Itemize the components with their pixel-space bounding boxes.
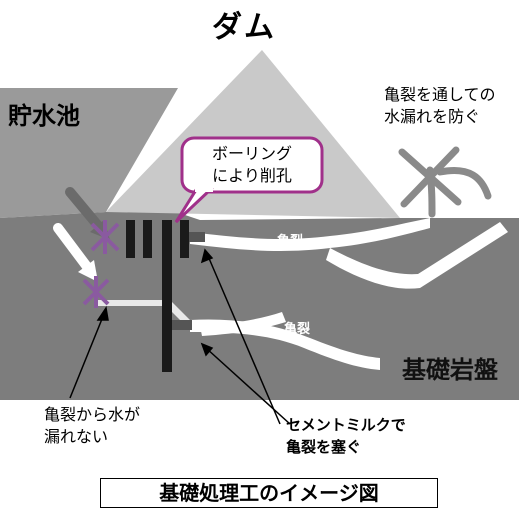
right-ground [400,218,519,400]
crack-label-lower: 亀裂 [284,322,311,337]
crack-upper [190,218,430,251]
boring-bubble [174,136,324,224]
pointer-cement-upper [200,248,281,425]
reservoir-area [0,88,178,218]
pointer-no-leak [69,306,109,399]
figure-caption: 基礎処理工のイメージ図 [100,478,438,508]
grout-hole-main [162,220,172,372]
boring-bubble-text: ボーリング により削孔 [182,143,322,187]
cement-line1: セメントミルクで [286,416,406,434]
water-arrow-lower [53,223,98,282]
no-leak-line1: 亀裂から水が [44,405,141,424]
no-leak-line2: 漏れない [44,427,109,446]
blocked-mark-lower [82,276,110,308]
grout-fill-1 [189,232,205,242]
grout-hole-1 [126,220,135,258]
grout-hole-2 [143,220,152,258]
no-leak-note: 亀裂から水が 漏れない [44,404,140,448]
bedrock-label: 基礎岩盤 [402,356,498,384]
leak-note-line2: 水漏れを防ぐ [384,107,481,126]
dam-title: ダム [212,10,276,45]
boring-line2: により削孔 [212,166,292,185]
blocked-leak-mark [398,146,492,218]
grout-hole-3 [180,220,189,258]
cement-milk-note: セメントミルクで 亀裂を塞ぐ [286,414,406,458]
pointer-cement-lower [200,342,291,425]
crack-label-upper: 亀裂 [277,234,304,249]
leak-note-line1: 亀裂を通しての [384,85,496,104]
crack-lower-branch [200,312,286,336]
cement-line2: 亀裂を塞ぐ [286,438,362,456]
dam-body [106,50,400,218]
crack-upper-extension [326,222,508,289]
blocked-mark-upper [90,220,120,254]
leak-prevention-note: 亀裂を通しての 水漏れを防ぐ [384,84,496,128]
grout-fill-2 [172,320,192,330]
reservoir-label: 貯水池 [8,102,80,130]
boring-line1: ボーリング [211,144,292,163]
